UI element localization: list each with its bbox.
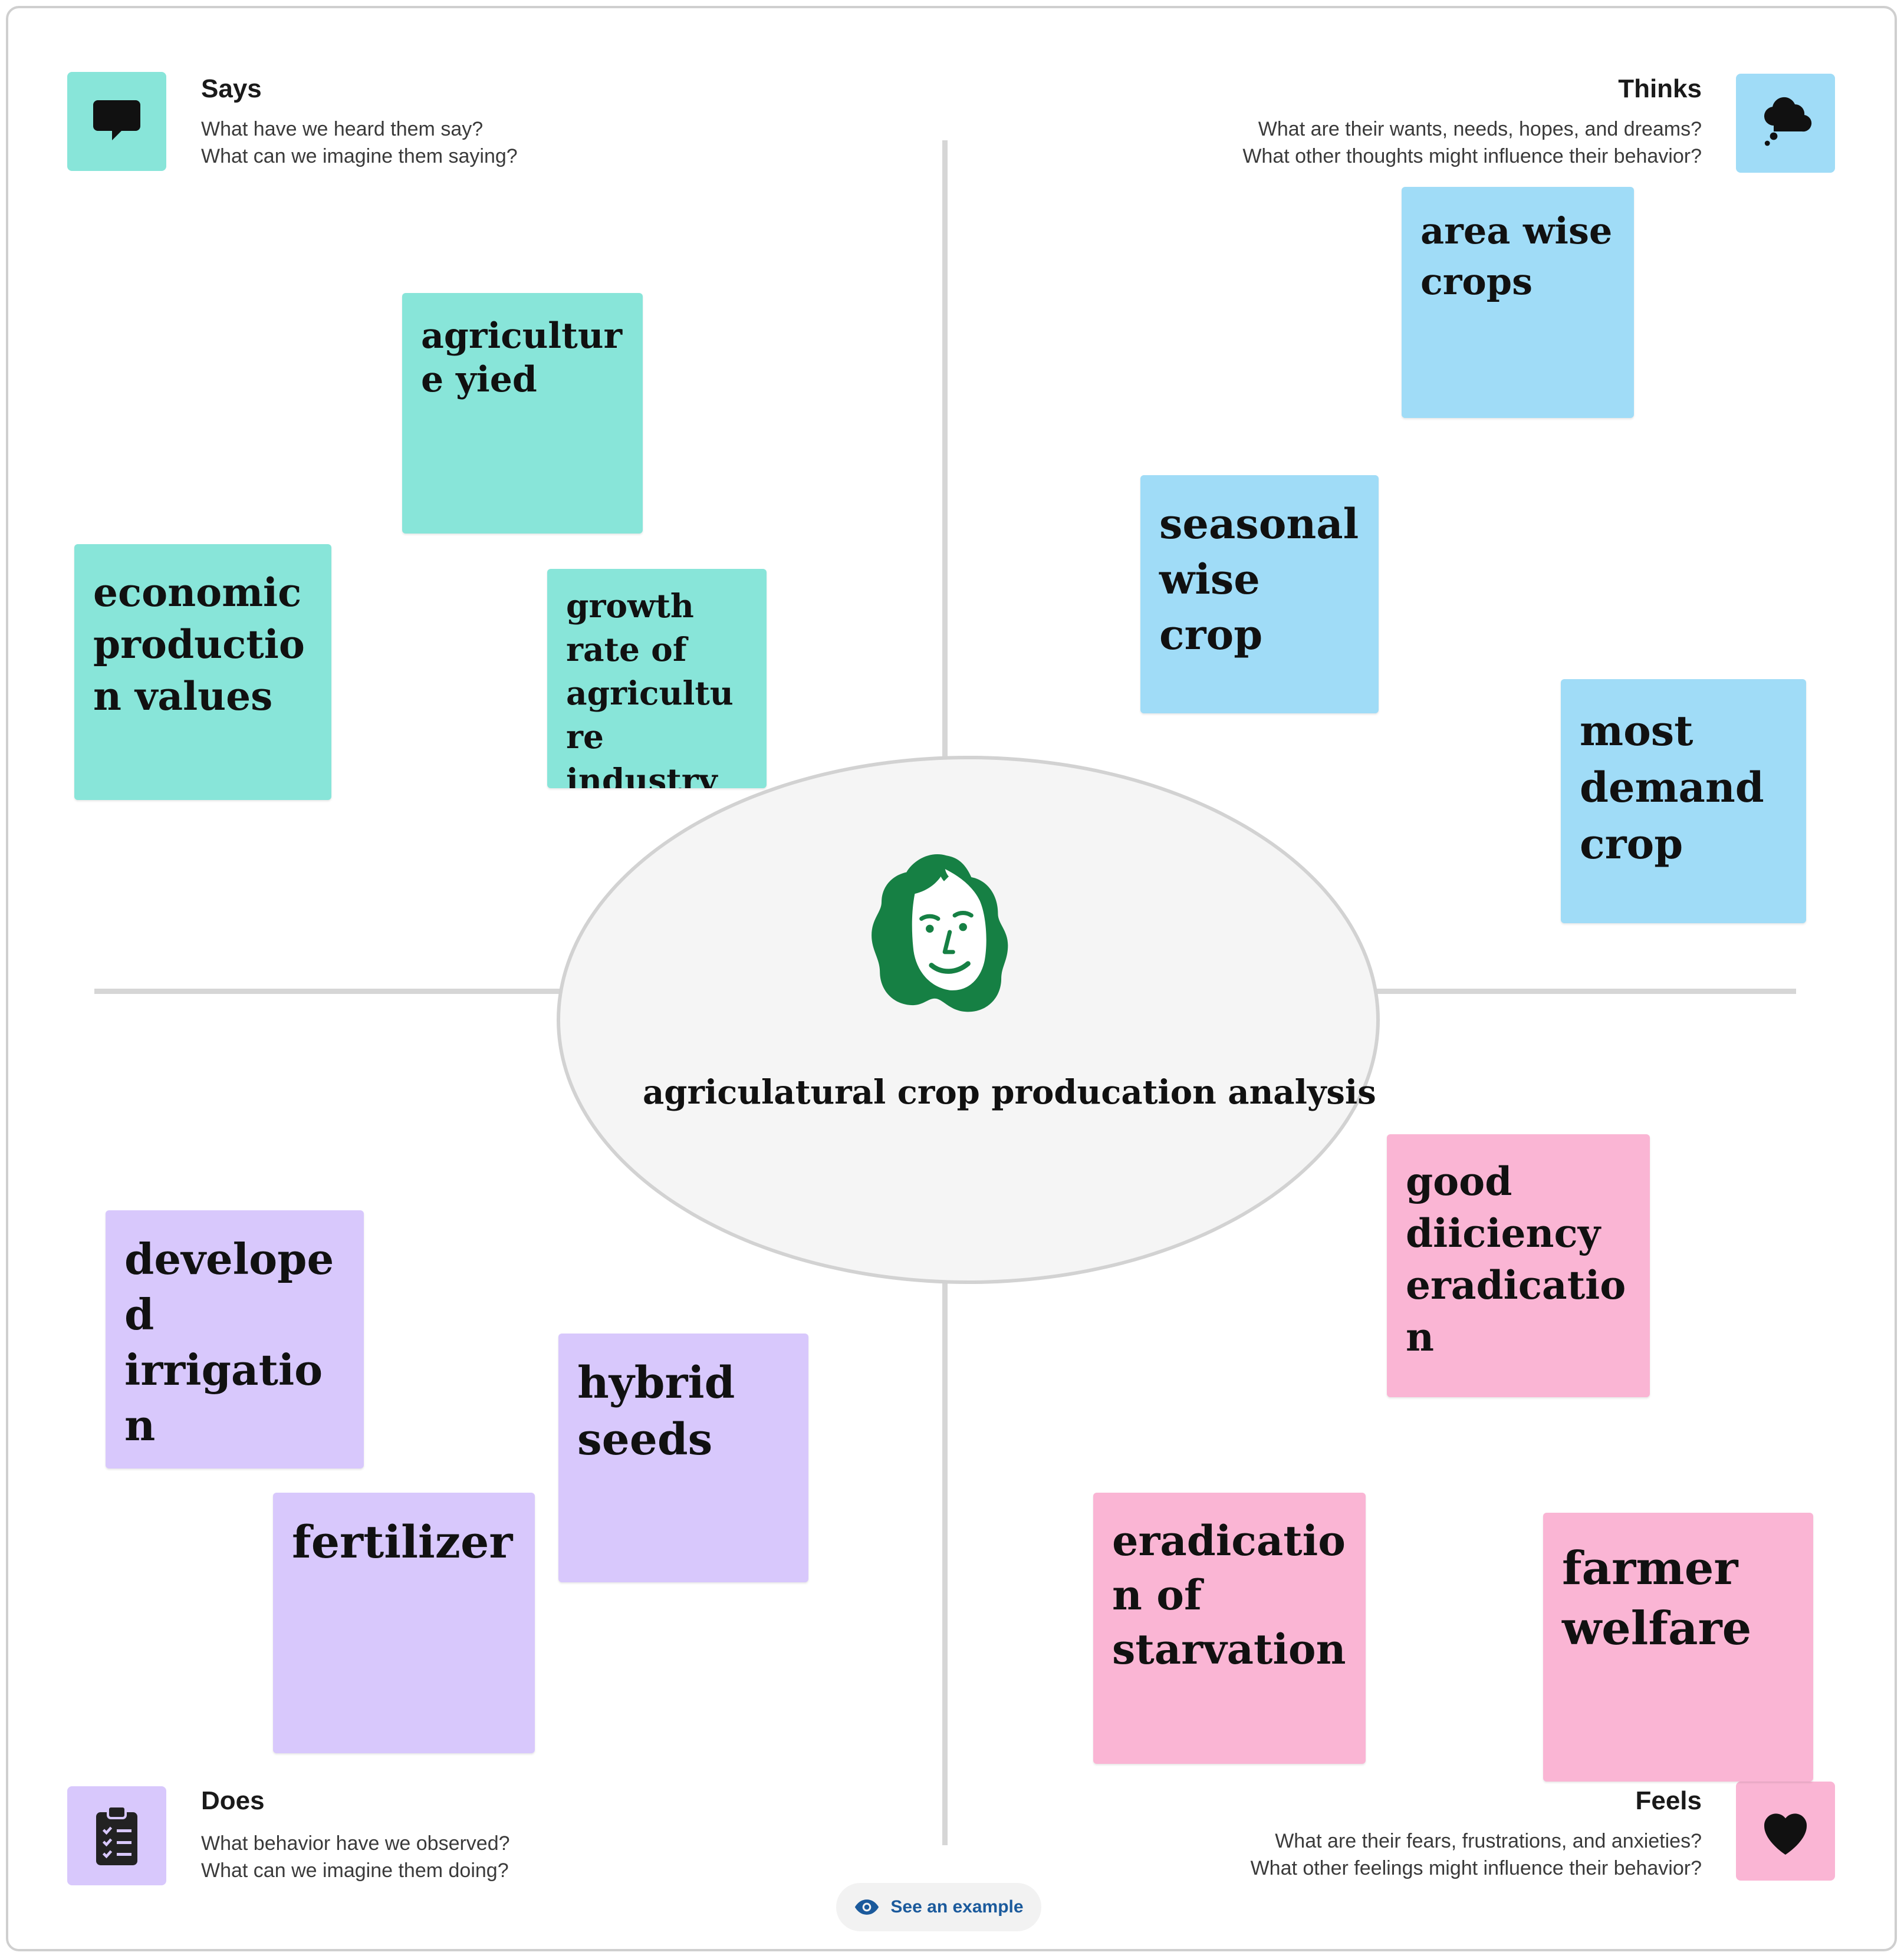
thinks-prompts: What are their wants, needs, hopes, and … xyxy=(1242,116,1702,170)
does-icon-box xyxy=(67,1786,166,1885)
feels-prompts: What are their fears, frustrations, and … xyxy=(1251,1828,1702,1882)
sticky-note-thinks[interactable]: area wise crops xyxy=(1402,187,1634,418)
says-icon-box xyxy=(67,72,166,171)
sticky-note-says[interactable]: economic production values xyxy=(74,544,331,800)
persona-face-icon xyxy=(872,854,1008,1012)
says-prompts: What have we heard them say? What can we… xyxy=(201,116,518,170)
thinks-prompt-2: What other thoughts might influence thei… xyxy=(1242,145,1702,167)
says-prompt-1: What have we heard them say? xyxy=(201,118,484,140)
thought-cloud-icon xyxy=(1764,97,1812,146)
sticky-note-says[interactable]: agriculture yied xyxy=(402,293,643,534)
sticky-note-says[interactable]: growth rate of agriculture industry xyxy=(547,569,767,788)
feels-title: Feels xyxy=(1635,1786,1702,1815)
see-example-label: See an example xyxy=(890,1897,1024,1917)
sticky-note-thinks[interactable]: most demand crop xyxy=(1561,679,1806,923)
does-prompt-2: What can we imagine them doing? xyxy=(201,1859,509,1882)
feels-icon-box xyxy=(1736,1782,1835,1881)
feels-prompt-1: What are their fears, frustrations, and … xyxy=(1275,1830,1702,1852)
thinks-prompt-1: What are their wants, needs, hopes, and … xyxy=(1258,118,1702,140)
does-title: Does xyxy=(201,1786,265,1815)
feels-prompt-2: What other feelings might influence thei… xyxy=(1250,1857,1702,1879)
sticky-note-does[interactable]: hybrid seeds xyxy=(558,1334,808,1582)
see-example-button[interactable]: See an example xyxy=(836,1883,1041,1931)
thinks-icon-box xyxy=(1736,74,1835,173)
vertical-axis-bottom xyxy=(942,1283,948,1845)
sticky-note-does[interactable]: developed irrigation xyxy=(106,1210,364,1469)
heart-icon xyxy=(1764,1813,1807,1855)
clipboard-icon xyxy=(96,1805,137,1865)
does-prompts: What behavior have we observed? What can… xyxy=(201,1830,510,1884)
sticky-note-thinks[interactable]: seasonal wise crop xyxy=(1140,475,1379,713)
persona-oval[interactable] xyxy=(557,756,1380,1284)
vertical-axis-top xyxy=(942,140,948,757)
says-title: Says xyxy=(201,74,262,103)
sticky-note-feels[interactable]: farmer welfare xyxy=(1543,1513,1813,1782)
persona-title[interactable]: agriculatural crop producation analysis xyxy=(643,1073,1376,1112)
horizontal-axis-left xyxy=(94,989,560,994)
sticky-note-feels[interactable]: eradication of starvation xyxy=(1093,1493,1366,1764)
eye-icon xyxy=(855,1899,879,1915)
sticky-note-does[interactable]: fertilizer xyxy=(273,1493,535,1753)
thinks-title: Thinks xyxy=(1618,74,1702,103)
horizontal-axis-right xyxy=(1376,989,1796,994)
does-prompt-1: What behavior have we observed? xyxy=(201,1832,510,1855)
speech-bubble-icon xyxy=(93,100,140,140)
sticky-note-feels[interactable]: good diiciency eradication xyxy=(1387,1134,1650,1397)
says-prompt-2: What can we imagine them saying? xyxy=(201,145,518,167)
